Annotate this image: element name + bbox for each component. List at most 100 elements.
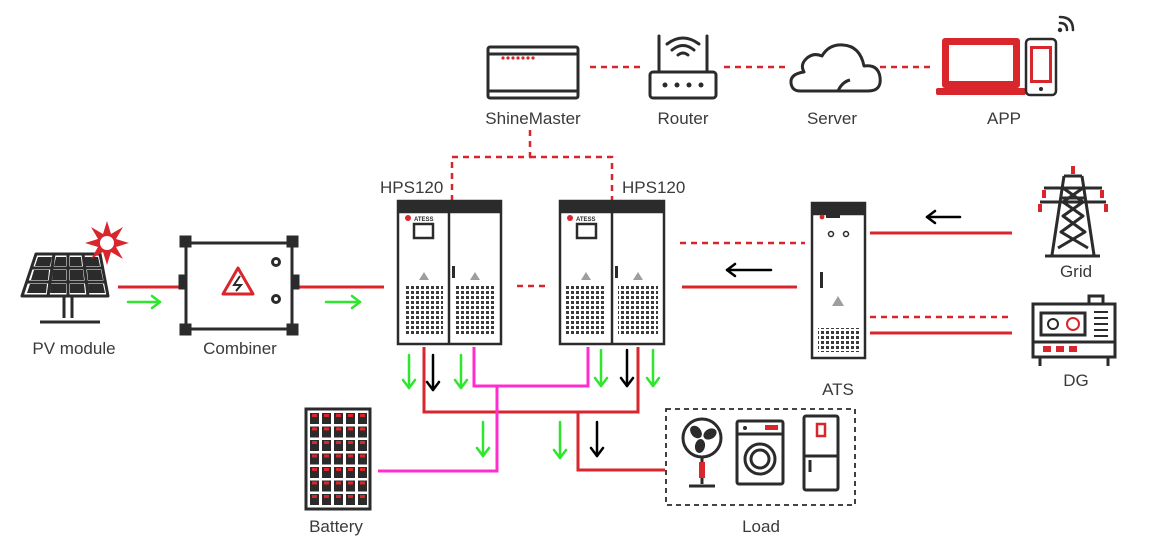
battery-cell-terminal — [324, 441, 329, 444]
load-frame — [665, 408, 856, 506]
arrow-down-black-2 — [619, 348, 635, 388]
battery-cell-terminal — [312, 427, 317, 431]
battery-cell-terminal — [336, 414, 341, 417]
battery: Battery — [304, 407, 372, 536]
arrow-down-3 — [593, 348, 609, 388]
arrow-down-6 — [552, 420, 568, 460]
battery-cell-terminal — [360, 427, 365, 431]
app-label: APP — [987, 109, 1021, 128]
battery-cell — [346, 494, 355, 505]
battery-cell-terminal — [348, 427, 353, 431]
hps120-left: HPS120 ATESS — [380, 178, 503, 346]
battery-cell-terminal — [324, 414, 329, 417]
battery-cell — [346, 413, 355, 424]
battery-cell — [310, 494, 319, 505]
battery-cell — [358, 494, 367, 505]
arrow-down-black-1 — [425, 353, 441, 392]
battery-cell-terminal — [324, 427, 329, 431]
sun-burst-icon — [85, 221, 129, 265]
router-icon — [648, 34, 718, 100]
battery-cell — [346, 480, 355, 492]
battery-cell-terminal — [348, 454, 353, 458]
battery-cell — [334, 453, 343, 465]
vent-grill — [404, 286, 443, 336]
battery-cell — [334, 413, 343, 424]
laptop-icon — [936, 38, 1026, 95]
arrow-down-2 — [453, 353, 469, 390]
transmission-tower-icon — [1040, 174, 1106, 258]
comm-links — [450, 65, 1012, 319]
cloud-server-icon — [789, 43, 882, 93]
arrow-down-1 — [401, 353, 417, 390]
shinemaster-leds — [501, 56, 535, 60]
load-label: Load — [742, 517, 780, 536]
battery-cell — [358, 480, 367, 492]
vent-grill — [818, 328, 859, 352]
brand-logo: ATESS — [414, 217, 434, 223]
arrow-left-ats — [725, 262, 773, 278]
battery-cell — [322, 440, 331, 451]
battery-cell-terminal — [324, 495, 329, 498]
brand-dot-icon — [567, 215, 573, 221]
battery-cell — [310, 426, 319, 438]
battery-cell-terminal — [312, 468, 317, 471]
battery-cell — [334, 494, 343, 505]
battery-cell-terminal — [360, 454, 365, 458]
vent-grill — [455, 286, 495, 336]
brand-dot-icon — [405, 215, 411, 221]
battery-cell-terminal — [360, 441, 365, 444]
ats: ATS — [810, 201, 867, 399]
battery-cell-terminal — [336, 441, 341, 444]
battery-cell-terminal — [336, 427, 341, 431]
battery-cell — [358, 467, 367, 478]
battery-cell — [334, 480, 343, 492]
battery-cell-terminal — [348, 414, 353, 417]
battery-cell — [358, 440, 367, 451]
hps-right-label: HPS120 — [622, 178, 685, 197]
grid-label: Grid — [1060, 262, 1092, 281]
battery-cell — [310, 413, 319, 424]
battery-cell-terminal — [360, 481, 365, 485]
hps120-right: HPS120 ATESS — [558, 178, 685, 346]
vent-grill — [566, 286, 606, 336]
battery-cell-terminal — [324, 468, 329, 471]
brand-logo: ATESS — [576, 217, 596, 223]
grid: Grid — [1038, 166, 1108, 281]
ats-label: ATS — [822, 380, 854, 399]
router: Router — [648, 34, 718, 128]
battery-cell — [322, 467, 331, 478]
battery-cell — [322, 453, 331, 465]
battery-cell-terminal — [312, 495, 317, 498]
battery-cell-terminal — [324, 481, 329, 485]
dg-label: DG — [1063, 371, 1089, 390]
battery-cell-terminal — [312, 454, 317, 458]
shinemaster-label: ShineMaster — [485, 109, 581, 128]
battery-bus — [378, 347, 590, 473]
battery-cell-terminal — [336, 468, 341, 471]
load: Load — [665, 408, 856, 536]
battery-cells — [310, 413, 367, 505]
battery-cell-terminal — [336, 495, 341, 498]
battery-cell — [334, 440, 343, 451]
server-label: Server — [807, 109, 857, 128]
battery-cell — [310, 453, 319, 465]
arrow-down-black-3 — [589, 420, 605, 458]
battery-cell — [346, 426, 355, 438]
battery-cell-terminal — [360, 468, 365, 471]
battery-cell-terminal — [348, 468, 353, 471]
battery-cell — [322, 413, 331, 424]
battery-cell-terminal — [312, 481, 317, 485]
battery-cell — [310, 440, 319, 451]
battery-label: Battery — [309, 517, 363, 536]
battery-cell — [310, 480, 319, 492]
router-ports — [662, 82, 704, 88]
battery-cell-terminal — [312, 414, 317, 417]
battery-cell-terminal — [348, 495, 353, 498]
warning-icon — [221, 266, 255, 296]
ac-lines — [118, 231, 1012, 472]
pv-cells — [27, 257, 105, 293]
wifi-icon — [1057, 15, 1075, 33]
insulator-icons — [1038, 166, 1108, 212]
battery-cell-terminal — [324, 454, 329, 458]
